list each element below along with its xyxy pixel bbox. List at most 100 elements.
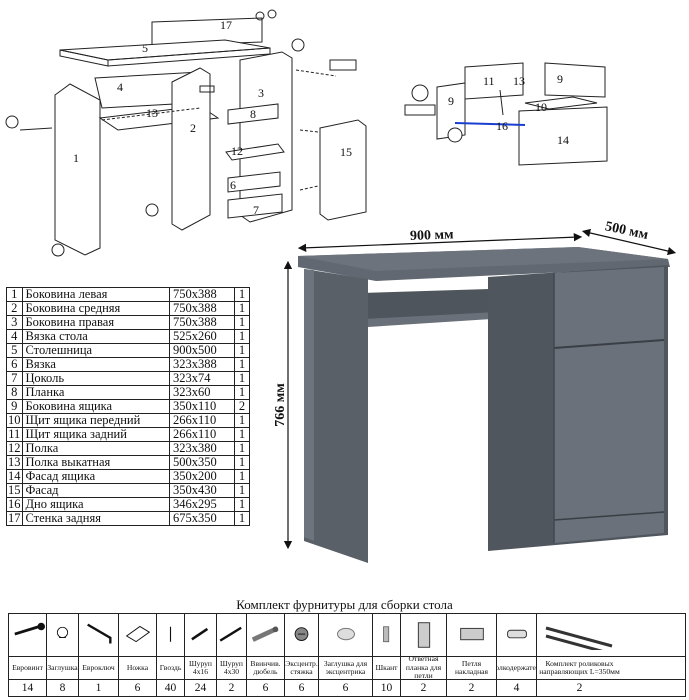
hardware-icon-cell xyxy=(157,614,185,656)
screw-4x30-icon xyxy=(219,626,242,642)
parts-name: Планка xyxy=(21,385,170,400)
parts-qty: 1 xyxy=(234,329,250,344)
parts-num: 8 xyxy=(6,385,23,400)
label-5: 5 xyxy=(142,41,148,55)
hardware-qty: 2 xyxy=(401,680,447,696)
hardware-icon-cell xyxy=(537,614,622,656)
shelf-support-icon xyxy=(506,629,527,639)
label-4: 4 xyxy=(117,80,123,94)
label-10: 10 xyxy=(535,100,547,114)
parts-qty: 1 xyxy=(234,385,250,400)
label-1: 1 xyxy=(73,151,79,165)
parts-size: 323x388 xyxy=(169,357,235,372)
parts-size: 266x110 xyxy=(169,413,235,428)
cam-cap-icon xyxy=(336,627,355,641)
parts-qty: 1 xyxy=(234,357,250,372)
foot-pad-icon xyxy=(125,625,150,643)
hardware-qty: 40 xyxy=(157,680,185,696)
parts-qty: 1 xyxy=(234,511,250,526)
hardware-icon-cell xyxy=(285,614,319,656)
parts-size: 500x350 xyxy=(169,455,235,470)
parts-size: 350x110 xyxy=(169,399,235,414)
parts-num: 10 xyxy=(6,413,23,428)
hex-key-icon xyxy=(86,623,112,644)
parts-name: Боковина правая xyxy=(21,315,170,330)
parts-qty: 1 xyxy=(234,413,250,428)
label-13: 13 xyxy=(513,74,525,88)
label-14: 14 xyxy=(557,133,569,147)
hardware-name: Заглушка xyxy=(47,657,79,679)
hardware-icon-cell xyxy=(373,614,401,656)
hardware-name: Ответная планка для петли xyxy=(401,657,447,679)
parts-qty: 1 xyxy=(234,427,250,442)
parts-qty: 1 xyxy=(234,483,250,498)
hardware-icon-cell xyxy=(79,614,119,656)
parts-size: 900x500 xyxy=(169,343,235,358)
parts-num: 15 xyxy=(6,483,23,498)
parts-size: 350x200 xyxy=(169,469,235,484)
hardware-qty: 1 xyxy=(79,680,119,696)
screw-4x16-icon xyxy=(191,627,209,641)
screw-in-dowel-icon xyxy=(251,626,278,642)
hardware-qty: 2 xyxy=(447,680,497,696)
parts-qty: 1 xyxy=(234,469,250,484)
label-11: 11 xyxy=(483,74,495,88)
hardware-name: Эксцентр. стяжка xyxy=(285,657,319,679)
parts-num: 9 xyxy=(6,399,23,414)
hardware-qty: 14 xyxy=(9,680,47,696)
dimension-height: 766 мм xyxy=(273,383,288,427)
hardware-icon-cell xyxy=(447,614,497,656)
parts-name: Цоколь xyxy=(21,371,170,386)
desk-render: 900 мм 500 мм 766 мм xyxy=(273,219,677,563)
parts-size: 525x260 xyxy=(169,329,235,344)
parts-size: 266x110 xyxy=(169,427,235,442)
hardware-name: Ножка xyxy=(119,657,157,679)
hardware-title: Комплект фурнитуры для сборки стола xyxy=(236,597,453,612)
parts-num: 2 xyxy=(6,301,23,316)
hardware-name: Евроключ xyxy=(79,657,119,679)
parts-size: 350x430 xyxy=(169,483,235,498)
parts-size: 323x60 xyxy=(169,385,235,400)
parts-name: Полка xyxy=(21,441,170,456)
parts-name: Стенка задняя xyxy=(21,511,170,526)
nail-icon xyxy=(169,626,172,642)
parts-qty: 1 xyxy=(234,441,250,456)
parts-num: 6 xyxy=(6,357,23,372)
parts-num: 17 xyxy=(6,511,23,526)
hardware-icon-cell xyxy=(319,614,373,656)
parts-name: Вязка xyxy=(21,357,170,372)
dowel-icon xyxy=(383,626,390,643)
parts-name: Полка выкатная xyxy=(21,455,170,470)
parts-name: Фасад xyxy=(21,483,170,498)
drawer-diagram: 9 9 10 11 14 16 13 xyxy=(404,62,608,166)
parts-size: 750x388 xyxy=(169,301,235,316)
hardware-name: Комплект роликовых направляющих L=350мм xyxy=(539,658,620,676)
label-2: 2 xyxy=(190,121,196,135)
hardware-qty: 10 xyxy=(373,680,401,696)
hardware-qty: 8 xyxy=(47,680,79,696)
parts-name: Боковина левая xyxy=(21,287,170,302)
label-6: 6 xyxy=(230,178,236,192)
cam-lock-icon xyxy=(294,627,309,641)
parts-num: 1 xyxy=(6,287,23,302)
parts-size: 323x74 xyxy=(169,371,235,386)
dimension-width: 900 мм xyxy=(410,227,455,244)
parts-name: Боковина средняя xyxy=(21,301,170,316)
hardware-icon-cell xyxy=(47,614,79,656)
hardware-name: Шуруп 4х30 xyxy=(217,657,247,679)
hardware-name: Шуруп 4х16 xyxy=(185,657,217,679)
dimension-depth: 500 мм xyxy=(604,219,650,243)
parts-name: Столешница xyxy=(21,343,170,358)
